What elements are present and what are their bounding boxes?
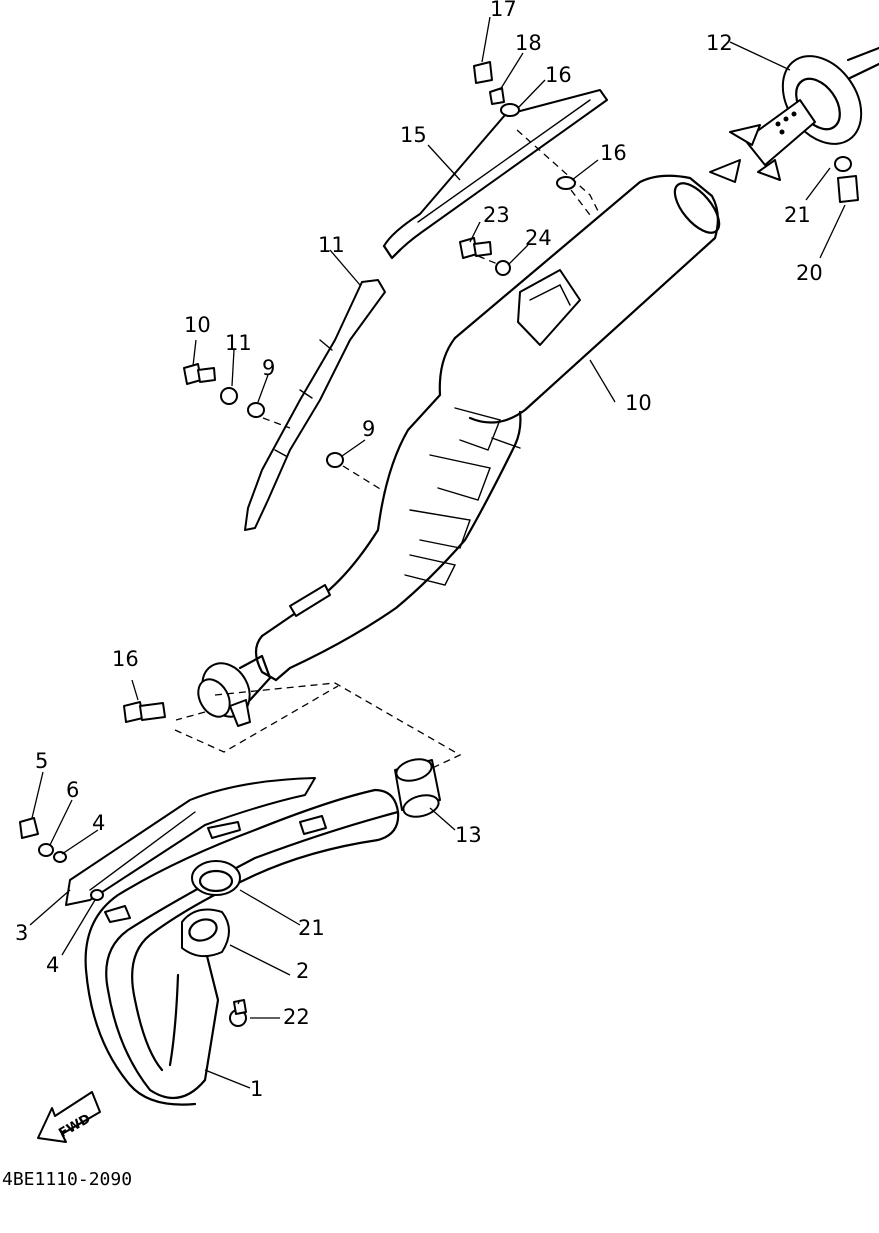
callout-8: 11 (318, 233, 345, 257)
callout-13: 13 (455, 823, 482, 847)
callout-11: 11 (225, 331, 252, 355)
callout-16a: 16 (545, 63, 572, 87)
heat-protector (244, 279, 386, 531)
callout-15: 15 (400, 123, 427, 147)
callout-labels: 17 18 16 16 15 12 21 20 23 24 10 11 10 1… (15, 0, 823, 1101)
callout-6: 6 (66, 778, 79, 802)
exhaust-pipe-protector (65, 777, 316, 906)
callout-21: 21 (298, 916, 325, 940)
callout-16b: 16 (600, 141, 627, 165)
callout-17: 17 (490, 0, 517, 21)
callout-22: 22 (283, 1005, 310, 1029)
callout-3: 3 (15, 921, 28, 945)
leader-lines (29, 16, 846, 1089)
exhaust-pipe (84, 788, 400, 1106)
callout-12: 12 (706, 31, 733, 55)
callout-20: 21 (784, 203, 811, 227)
hardware (19, 61, 859, 1027)
drawing-code: 4BE1110-2090 (2, 1169, 132, 1190)
callout-4b: 4 (46, 953, 59, 977)
callout-23: 23 (483, 203, 510, 227)
callout-7: 10 (625, 391, 652, 415)
callout-10: 10 (184, 313, 211, 337)
callout-4a: 4 (92, 811, 105, 835)
callout-9a: 9 (262, 356, 275, 380)
callout-2: 2 (296, 959, 309, 983)
callout-18: 18 (515, 31, 542, 55)
callout-19: 20 (796, 261, 823, 285)
assembly-guide-lines (174, 129, 601, 1005)
muffler-body (197, 174, 721, 727)
muffler-protector (382, 89, 608, 260)
tail-pipe-assembly (709, 46, 879, 183)
fwd-arrow-icon: FWD (37, 1091, 101, 1143)
callout-14: 16 (112, 647, 139, 671)
callout-1: 1 (250, 1077, 263, 1101)
callout-5: 5 (35, 749, 48, 773)
callout-24: 24 (525, 226, 552, 250)
callout-9b: 9 (362, 417, 375, 441)
